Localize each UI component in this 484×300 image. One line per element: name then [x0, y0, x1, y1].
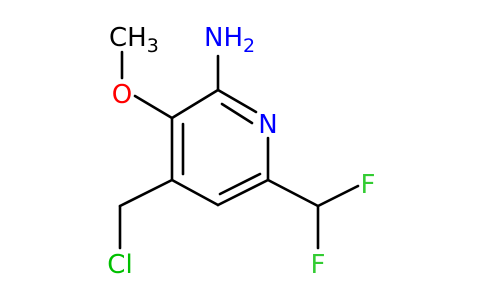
- bond-n1-c2-inner: [220, 102, 254, 125]
- methoxy-oxygen-label: O: [112, 80, 132, 110]
- amine-main: NH: [204, 23, 243, 53]
- atom-labels: NH2 N O CH3 Cl F F: [107, 23, 375, 280]
- methyl-main: CH: [109, 23, 147, 53]
- amine-label: NH2: [204, 23, 255, 57]
- bond-c5-c6: [216, 178, 270, 207]
- bond-n1-c2: [216, 88, 258, 114]
- bond-c6-chf2: [266, 178, 320, 208]
- amine-subscript: 2: [243, 35, 255, 57]
- bond-chf-f-top: [316, 184, 360, 208]
- bond-c4-c5: [170, 178, 220, 207]
- ring-nitrogen-label: N: [258, 110, 277, 140]
- bond-c5-c6-inner: [218, 172, 262, 196]
- methyl-label: CH3: [109, 23, 159, 57]
- bond-c4-ch2: [118, 178, 174, 208]
- bond-c2-c3: [170, 88, 220, 120]
- bond-c3-o: [133, 94, 174, 120]
- fluorine-top-label: F: [361, 170, 376, 200]
- methyl-subscript: 3: [147, 35, 159, 57]
- bonds: [118, 50, 360, 250]
- chlorine-label: Cl: [107, 250, 132, 280]
- fluorine-bottom-label: F: [311, 250, 326, 280]
